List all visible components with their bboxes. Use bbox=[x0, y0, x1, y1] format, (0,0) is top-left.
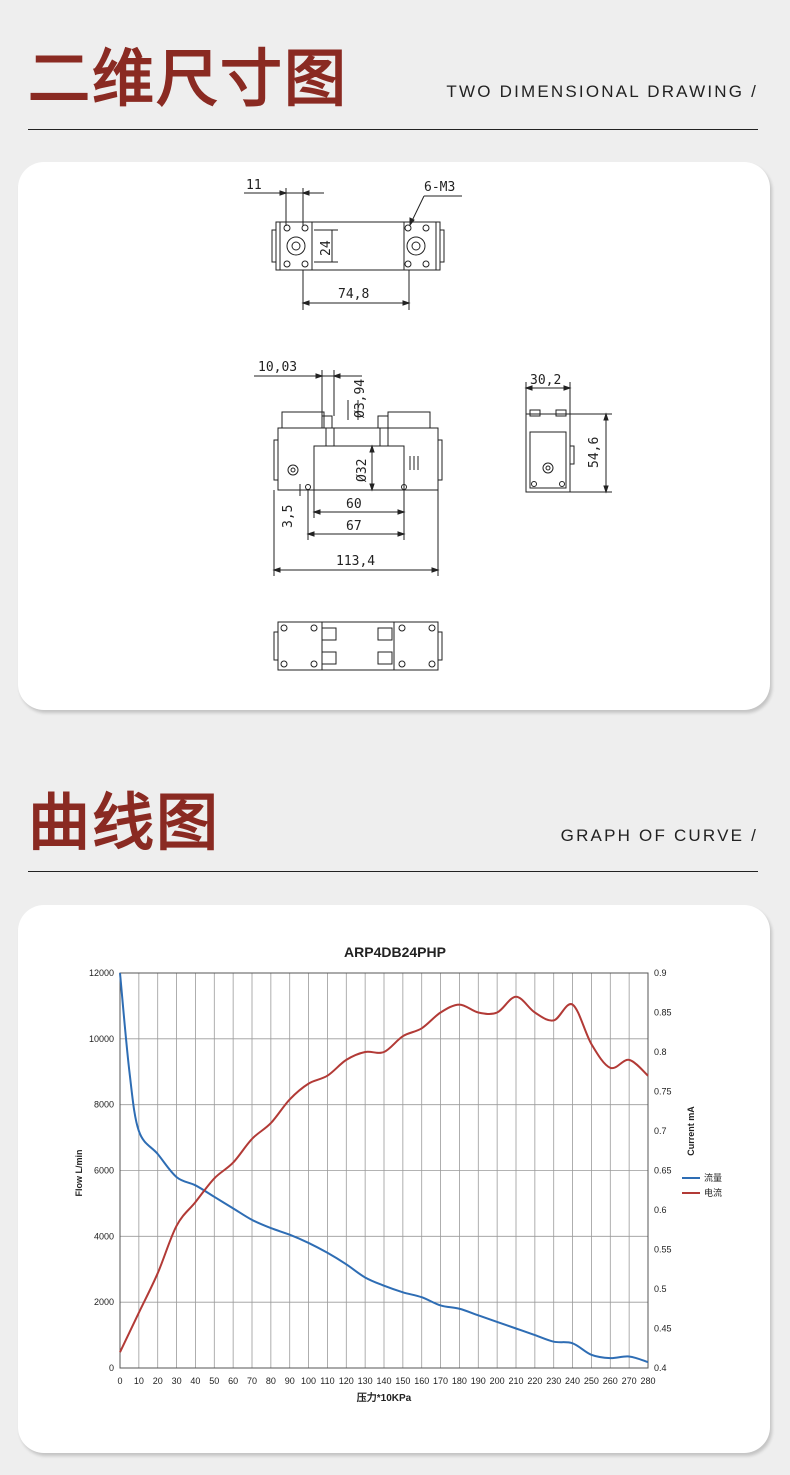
dim-label-54-6: 54,6 bbox=[587, 437, 602, 468]
y-right-tick-label: 0.65 bbox=[654, 1166, 672, 1176]
dim-label-67: 67 bbox=[346, 519, 362, 534]
y-left-axis-label: Flow L/min bbox=[74, 1150, 84, 1197]
legend-label: 电流 bbox=[704, 1187, 722, 1198]
dim-label-6m3: 6-M3 bbox=[424, 180, 455, 195]
x-tick-label: 80 bbox=[266, 1376, 276, 1386]
flow-current-chart: ARP4DB24PHP 0 10 20 30 40 50 60 70 80 90 100 110 120… bbox=[74, 944, 722, 1404]
y-left-tick-label: 2000 bbox=[94, 1297, 114, 1307]
dim-label-d3-94: Ø3,94 bbox=[353, 379, 368, 418]
y-left-tick-label: 6000 bbox=[94, 1166, 114, 1176]
x-tick-label: 10 bbox=[134, 1376, 144, 1386]
dim-label-10-03: 10,03 bbox=[258, 360, 297, 375]
x-tick-label: 100 bbox=[301, 1376, 316, 1386]
x-tick-label: 110 bbox=[320, 1376, 334, 1386]
x-tick-label: 210 bbox=[508, 1376, 523, 1386]
x-tick-label: 60 bbox=[228, 1376, 238, 1386]
dim-label-d32: Ø32 bbox=[355, 459, 370, 482]
x-tick-label: 160 bbox=[414, 1376, 429, 1386]
y-right-tick-label: 0.7 bbox=[654, 1126, 667, 1136]
curve-divider bbox=[28, 871, 758, 872]
x-tick-label: 50 bbox=[209, 1376, 219, 1386]
top-view bbox=[244, 188, 462, 310]
y-right-tick-label: 0.5 bbox=[654, 1284, 667, 1294]
chart-grid bbox=[119, 972, 649, 1369]
x-tick-label: 150 bbox=[395, 1376, 410, 1386]
chart-title: ARP4DB24PHP bbox=[344, 944, 446, 960]
y-right-tick-label: 0.9 bbox=[654, 968, 667, 978]
dim-label-113-4: 113,4 bbox=[336, 554, 375, 569]
drawing-divider bbox=[28, 129, 758, 130]
x-tick-label: 280 bbox=[640, 1376, 655, 1386]
drawing-card: 11 6-M3 24 74,8 10,03 Ø3,94 Ø32 60 67 3,… bbox=[18, 162, 770, 710]
x-tick-label: 140 bbox=[376, 1376, 391, 1386]
y-left-tick-label: 10000 bbox=[89, 1034, 114, 1044]
dim-label-11: 11 bbox=[246, 178, 262, 193]
dim-label-24: 24 bbox=[319, 240, 334, 256]
chart-card: ARP4DB24PHP 0 10 20 30 40 50 60 70 80 90 100 110 120… bbox=[18, 905, 770, 1453]
curve-title-en: GRAPH OF CURVE / bbox=[560, 826, 758, 845]
curve-title-cn: 曲线图 bbox=[28, 786, 221, 859]
y-left-tick-label: 8000 bbox=[94, 1100, 114, 1110]
x-axis-label: 压力*10KPa bbox=[357, 1391, 412, 1404]
x-tick-label: 30 bbox=[172, 1376, 182, 1386]
x-tick-label: 70 bbox=[247, 1376, 257, 1386]
y-right-tick-label: 0.8 bbox=[654, 1047, 667, 1057]
drawing-section-header: 二维尺寸图 TWO DIMENSIONAL DRAWING / bbox=[0, 0, 790, 130]
y-right-tick-label: 0.6 bbox=[654, 1205, 667, 1215]
drawing-title-en: TWO DIMENSIONAL DRAWING / bbox=[446, 82, 758, 101]
drawing-title-cn: 二维尺寸图 bbox=[28, 42, 349, 115]
x-tick-label: 40 bbox=[190, 1376, 200, 1386]
x-tick-label: 130 bbox=[358, 1376, 373, 1386]
x-tick-label: 120 bbox=[339, 1376, 354, 1386]
x-tick-label: 200 bbox=[490, 1376, 505, 1386]
dim-label-3-5: 3,5 bbox=[281, 505, 296, 528]
x-tick-label: 190 bbox=[471, 1376, 486, 1386]
plot-frame bbox=[119, 972, 649, 1369]
y-right-tick-label: 0.85 bbox=[654, 1008, 672, 1018]
bottom-view bbox=[273, 621, 443, 671]
x-tick-label: 20 bbox=[153, 1376, 163, 1386]
y-right-tick-label: 0.4 bbox=[654, 1363, 667, 1373]
y-left-tick-label: 4000 bbox=[94, 1231, 114, 1241]
x-tick-label: 180 bbox=[452, 1376, 467, 1386]
y-left-tick-label: 0 bbox=[109, 1363, 114, 1373]
chart-series bbox=[119, 972, 649, 1364]
y-right-tick-label: 0.45 bbox=[654, 1324, 672, 1334]
y-left-tick-label: 12000 bbox=[89, 968, 114, 978]
dim-label-60: 60 bbox=[346, 497, 362, 512]
dim-label-74-8: 74,8 bbox=[338, 287, 369, 302]
y-right-tick-label: 0.75 bbox=[654, 1087, 672, 1097]
y-right-tick-label: 0.55 bbox=[654, 1245, 672, 1255]
x-tick-label: 260 bbox=[603, 1376, 618, 1386]
y-right-axis-label: Current mA bbox=[686, 1106, 696, 1156]
x-tick-label: 220 bbox=[527, 1376, 542, 1386]
series-line-current bbox=[119, 995, 649, 1353]
x-tick-label: 230 bbox=[546, 1376, 561, 1386]
x-tick-label: 90 bbox=[285, 1376, 295, 1386]
x-tick-label: 170 bbox=[433, 1376, 448, 1386]
x-tick-label: 250 bbox=[584, 1376, 599, 1386]
series-line-flow bbox=[119, 972, 649, 1364]
dim-label-30-2: 30,2 bbox=[530, 373, 561, 388]
curve-section-header: 曲线图 GRAPH OF CURVE / bbox=[0, 744, 790, 874]
side-view bbox=[524, 382, 612, 494]
x-tick-label: 0 bbox=[117, 1376, 122, 1386]
x-tick-label: 270 bbox=[622, 1376, 637, 1386]
front-view bbox=[254, 370, 443, 576]
legend-label: 流量 bbox=[704, 1172, 722, 1183]
x-tick-label: 240 bbox=[565, 1376, 580, 1386]
dimension-drawing: 11 6-M3 24 74,8 10,03 Ø3,94 Ø32 60 67 3,… bbox=[244, 178, 612, 671]
